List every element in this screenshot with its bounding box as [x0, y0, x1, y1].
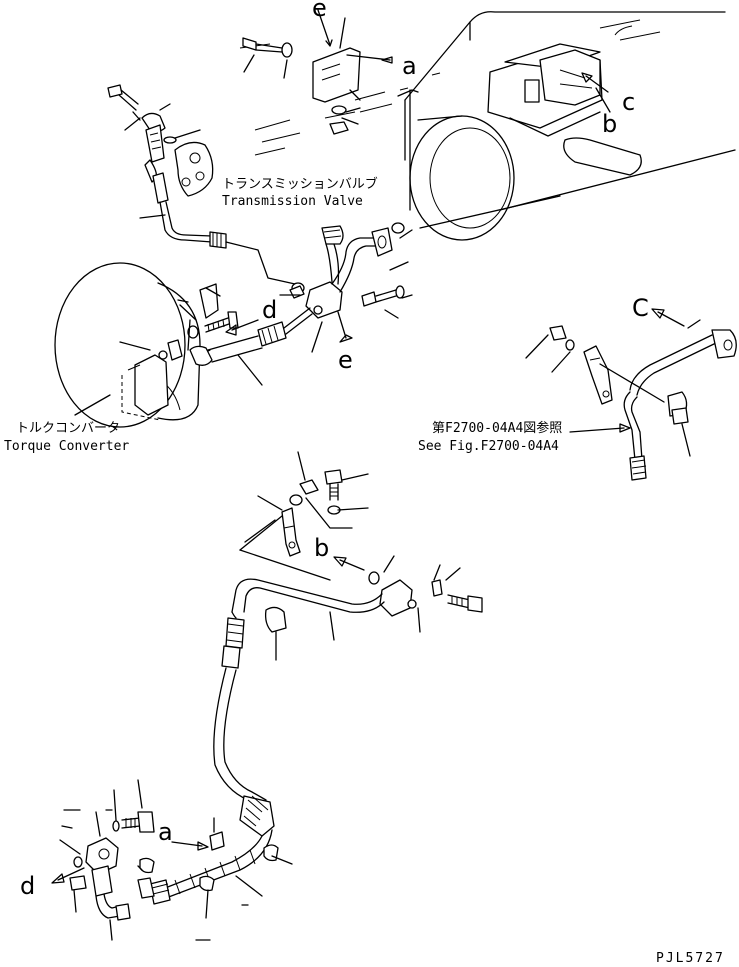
callout-e-mid: e [338, 346, 353, 374]
callout-a-bottom: a [158, 818, 173, 846]
valve-callout-c [581, 72, 611, 113]
torque-converter-label-jp: トルクコンバータ [16, 421, 120, 436]
callout-a-top: a [402, 52, 417, 80]
callout-d-mid-arrow [225, 319, 259, 336]
torque-converter [54, 262, 239, 428]
callout-c-right: C [632, 294, 649, 322]
see-fig-arrow [569, 423, 631, 433]
drawing-number: PJL5727 [656, 951, 725, 966]
see-fig-label-jp: 第F2700-04A4図参照 [432, 420, 562, 436]
callout-b-mid: b [314, 534, 329, 562]
callout-c-right-arrow [651, 308, 685, 327]
converter-leader [74, 394, 111, 416]
converter-hose [189, 307, 313, 386]
torque-converter-label-en: Torque Converter [4, 439, 129, 454]
see-fig-label-en: See Fig.F2700-04A4 [418, 439, 559, 454]
elbow-fitting-top-left [107, 84, 214, 197]
top-bracket-assembly [242, 9, 393, 135]
right-bracket-pipe [525, 319, 737, 481]
transmission-valve-label-jp: トランスミッションバルブ [222, 176, 378, 192]
bottom-hose-assembly [59, 779, 293, 941]
callout-d-mid: d [262, 296, 277, 324]
middle-pipe-assembly [213, 555, 483, 809]
center-manifold [279, 222, 413, 353]
callout-a-bottom-arrow [171, 841, 209, 851]
callout-e-top: e [312, 0, 327, 22]
middle-bracket-assembly [239, 451, 369, 581]
transmission-valve-label-en: Transmission Valve [222, 194, 363, 209]
callout-d-bottom: d [20, 872, 35, 900]
upper-hose-assembly [139, 172, 296, 285]
callout-d-bottom-arrow [51, 867, 85, 884]
callout-b-mid-arrow [333, 556, 365, 571]
callout-b-top: b [602, 110, 617, 138]
callout-c-top: c [622, 88, 635, 116]
